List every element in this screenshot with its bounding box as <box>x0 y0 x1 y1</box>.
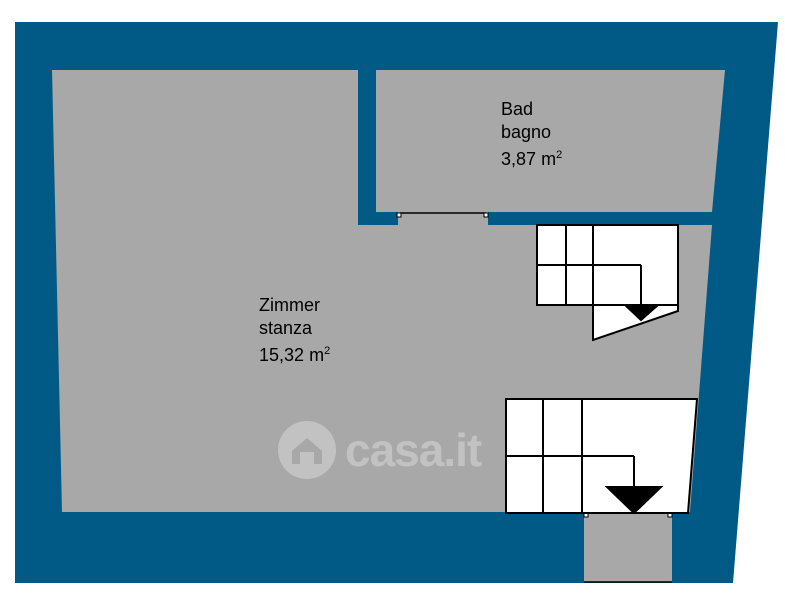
room-name-it: stanza <box>259 318 313 338</box>
room-name-it: bagno <box>501 122 552 142</box>
staircase-lower <box>505 398 699 515</box>
room-bad-floor <box>376 70 725 212</box>
watermark-text: casa.it <box>345 424 482 476</box>
stair-direction-arrow <box>622 304 661 322</box>
room-label-bad: Bad bagno 3,87 m2 <box>501 98 562 171</box>
room-name-de: Bad <box>501 99 534 119</box>
room-label-zimmer: Zimmer stanza 15,32 m2 <box>259 294 330 367</box>
house-icon <box>278 421 336 479</box>
entrance-corridor-floor <box>584 512 672 582</box>
watermark: casa.it <box>277 420 482 480</box>
room-name-de: Zimmer <box>259 295 320 315</box>
room-area: 3,87 m2 <box>501 149 563 169</box>
door-opening-bad <box>398 212 488 225</box>
staircase-upper <box>536 224 679 342</box>
stair-direction-arrow <box>604 486 664 515</box>
room-area: 15,32 m2 <box>259 345 331 365</box>
